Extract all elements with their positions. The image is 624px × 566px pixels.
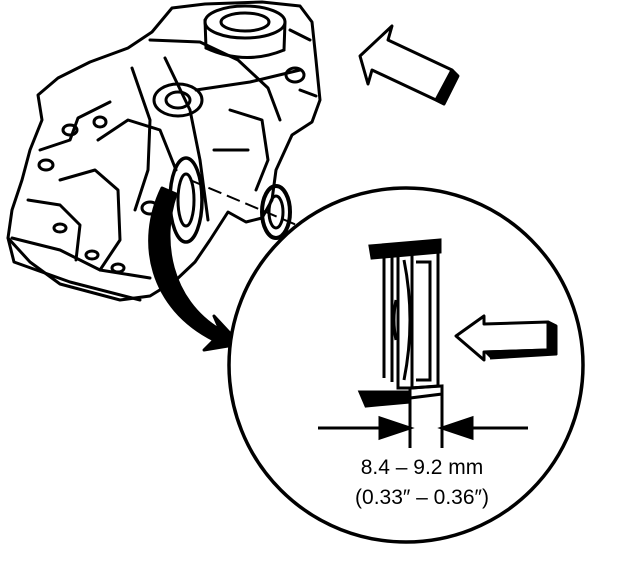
- engine-front-cover: [6, 0, 322, 302]
- press-direction-arrow: [454, 314, 558, 362]
- dimension-arrow-right-head: [437, 415, 474, 441]
- crankshaft-seal: [189, 179, 319, 240]
- detail-callout-arrow: [148, 186, 242, 352]
- dimension-arrow-left-head: [378, 415, 415, 441]
- dimension-markers: [318, 415, 528, 441]
- install-direction-arrow: [358, 24, 460, 106]
- measurement-imperial: (0.33″ – 0.36″): [355, 486, 489, 509]
- detail-view: 8.4 – 9.2 mm (0.33″ – 0.36″): [227, 186, 585, 544]
- seal-cross-section: [357, 238, 444, 448]
- measurement-metric: 8.4 – 9.2 mm: [361, 456, 484, 479]
